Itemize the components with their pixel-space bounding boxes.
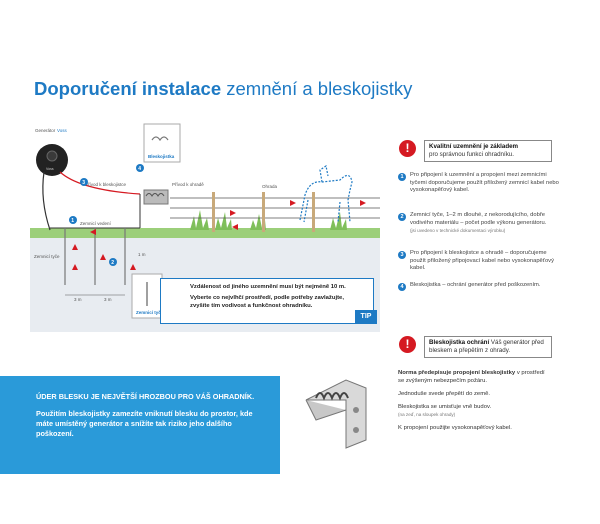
horse-icon: [299, 165, 353, 223]
svg-text:4: 4: [138, 166, 141, 172]
svg-text:1: 1: [71, 218, 74, 224]
arrester-callout-label: Bleskojistka: [148, 154, 175, 159]
tip-label: TIP: [355, 310, 377, 324]
band-heading: ÚDER BLESKU JE NEJVĚTŠÍ HROZBOU PRO VÁŠ …: [36, 392, 255, 401]
fence-label: Ohrada: [262, 184, 278, 189]
note-item: K propojení použijte vysokonapěťový kabe…: [398, 425, 512, 431]
arrester-callout: [143, 123, 181, 163]
warning-box-2: Bleskojistka ochrání Váš generátor před …: [424, 336, 552, 358]
page-title: Doporučení instalace zemnění a bleskojis…: [34, 78, 413, 99]
ground-rods-label: Zemnicí tyče: [34, 254, 60, 259]
generator-logo: Voss: [46, 167, 54, 171]
lightning-warning-band: [0, 376, 280, 474]
distance-2: 3 m: [104, 297, 112, 302]
arrester-notes: Norma předepisuje propojení bleskojistky…: [398, 369, 548, 432]
lightning-arrester-icon: [143, 189, 169, 205]
distance-3: 1 m: [138, 252, 146, 257]
ground-wire-label: Zemnicí vedení: [80, 221, 112, 226]
current-arrows: [72, 200, 366, 270]
tip-text: Vzdálenost od jiného uzemnění musí být n…: [190, 284, 346, 309]
tip-box: [160, 278, 374, 324]
distance-1: 3 m: [74, 297, 82, 302]
svg-text:3: 3: [82, 180, 85, 186]
lightning-arrester-illustration: [305, 379, 367, 449]
step-markers: 1 2 3 4: [69, 164, 144, 266]
connection-fence-label: Přívod k ohradě: [172, 182, 204, 187]
note-item: Bleskojistka se umisťuje vně budov.(na z…: [398, 404, 492, 417]
warning-icon: !: [399, 140, 416, 157]
note-item: Norma předepisuje propojení bleskojistky…: [398, 370, 545, 384]
generator-label: Generátor: [35, 128, 56, 133]
generator-brand: Voss: [57, 128, 68, 133]
svg-text:2: 2: [111, 260, 114, 266]
grass-strip: [30, 228, 380, 238]
ground-rod-callout-label: Zemnicí tyč: [136, 310, 161, 315]
note-item: Jednoduše svede přepětí do země.: [398, 391, 491, 397]
band-body: Použitím bleskojistky zamezíte vniknutí …: [36, 409, 253, 438]
fence-posts: [212, 192, 315, 232]
connection-generator-label: Přívod k bleskojistce: [85, 182, 127, 187]
ground-rods: [64, 228, 126, 285]
warning-icon: !: [399, 336, 416, 353]
